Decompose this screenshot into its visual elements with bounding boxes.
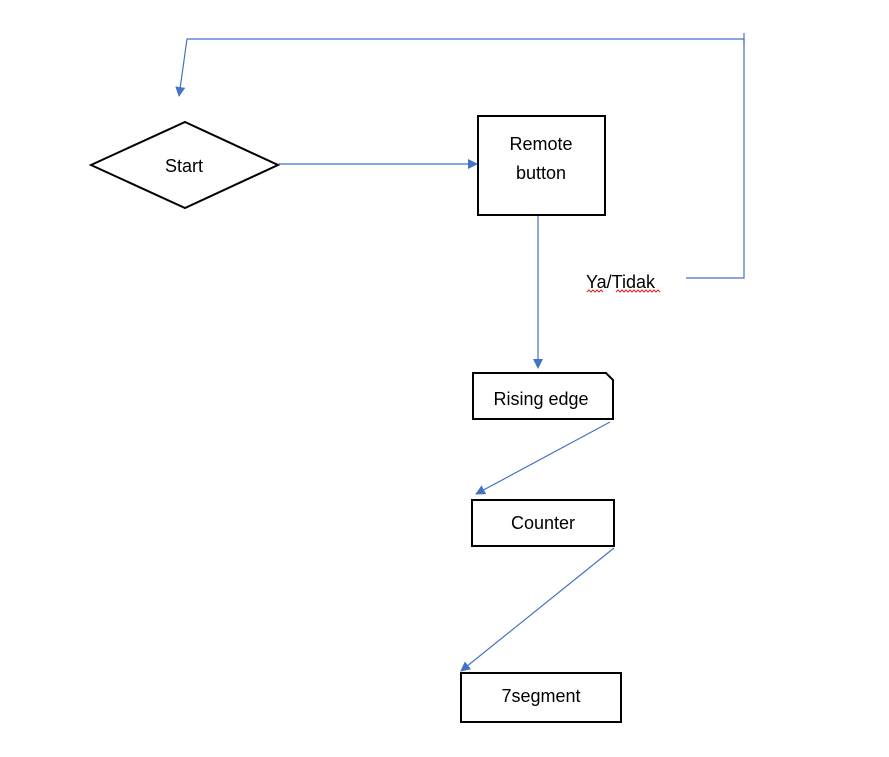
remote-button-node[interactable]: Remote button <box>477 115 606 216</box>
seven-segment-node[interactable]: 7segment <box>460 672 622 723</box>
counter-box <box>471 499 615 547</box>
spellcheck-underline-tidak <box>615 289 661 293</box>
remote-button-label-line2: button <box>516 163 566 183</box>
loop-back-connector[interactable] <box>175 33 745 279</box>
spellcheck-underline-ya <box>586 289 604 293</box>
start-label: Start <box>165 156 203 176</box>
start-diamond-shape <box>88 120 281 210</box>
start-node[interactable]: Start <box>88 120 281 210</box>
remote-button-label-line1: Remote <box>509 134 572 154</box>
remote-button-box <box>477 115 606 216</box>
seven-segment-box <box>460 672 622 723</box>
connector-rising-edge-to-counter[interactable] <box>475 421 611 495</box>
seven-segment-label: 7segment <box>501 686 580 706</box>
loop-back-label-group: Ya/Tidak <box>586 272 661 293</box>
rising-edge-card-shape <box>472 372 614 420</box>
rising-edge-node[interactable]: Rising edge <box>472 372 614 420</box>
counter-node[interactable]: Counter <box>471 499 615 547</box>
rising-edge-label: Rising edge <box>493 389 588 409</box>
counter-label: Counter <box>511 513 575 533</box>
loop-back-label: Ya/Tidak <box>586 272 656 292</box>
connector-counter-to-7segment[interactable] <box>460 547 615 672</box>
